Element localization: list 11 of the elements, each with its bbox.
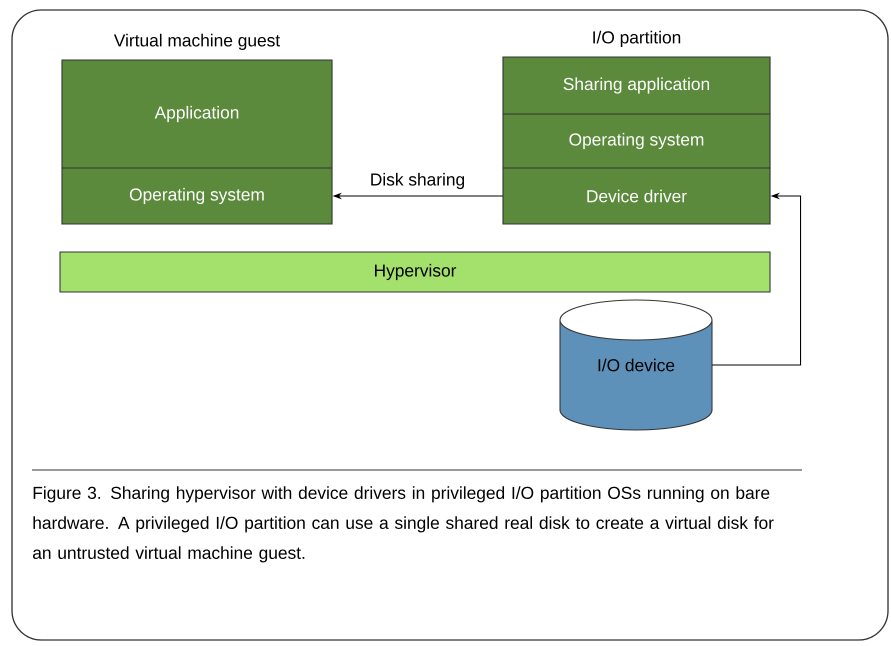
layer-box: Operating system xyxy=(502,113,771,169)
node-label: I/O partition xyxy=(593,30,680,47)
layer-box: Operating system xyxy=(61,167,333,225)
layer-box: Sharing application xyxy=(502,56,771,115)
layer-box: Device driver xyxy=(502,167,771,225)
caption: Figure 3. Sharing hypervisor with device drivers in privileged I/O partition OSs running on bare hardware. A privileged I/O partition can use a single shared real disk to create a virtual disk for an untrusted virtual machine guest. xyxy=(33,486,774,562)
disk-cylinder: I/O device xyxy=(559,299,713,431)
layer-box: Application xyxy=(61,59,333,169)
node-label: Virtual machine guest xyxy=(114,34,280,50)
hypervisor-bar: Hypervisor xyxy=(59,251,771,293)
edge-label: Disk sharing xyxy=(367,170,468,192)
